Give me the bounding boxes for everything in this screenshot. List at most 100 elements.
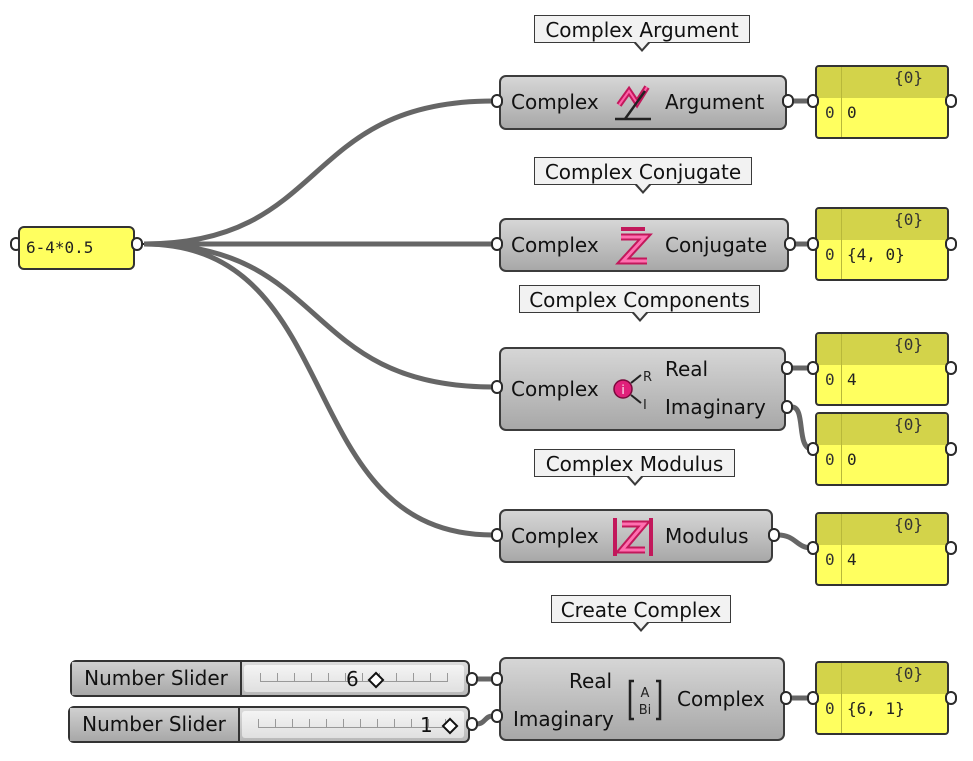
- argument-input-grip[interactable]: [491, 94, 503, 108]
- slider-real-output-grip[interactable]: [466, 672, 478, 686]
- expression-output-grip[interactable]: [131, 237, 143, 251]
- create-complex-icon: A Bi: [628, 679, 662, 721]
- panel-imaginary-input-grip[interactable]: [807, 442, 819, 456]
- create-complex-component[interactable]: Real Imaginary A Bi Complex: [499, 657, 785, 741]
- panel-path: {0}: [894, 335, 923, 354]
- input-complex-label: Complex: [511, 377, 599, 401]
- wire-to-components: [143, 241, 494, 390]
- panel-argument-output-grip[interactable]: [945, 94, 957, 108]
- panel-modulus[interactable]: {0} 0 4: [815, 512, 949, 586]
- conjugate-icon: [615, 227, 653, 265]
- panel-index: 0: [825, 245, 835, 264]
- panel-imaginary-output-grip[interactable]: [945, 442, 957, 456]
- panel-value: 4: [847, 370, 857, 389]
- bubble-text: Complex Argument: [545, 18, 739, 42]
- panel-modulus-output-grip[interactable]: [945, 541, 957, 555]
- number-slider-imaginary[interactable]: Number Slider 1: [68, 706, 470, 743]
- panel-conjugate-input-grip[interactable]: [807, 237, 819, 251]
- components-real-output-grip[interactable]: [781, 361, 793, 375]
- panel-conjugate-output-grip[interactable]: [945, 237, 957, 251]
- bubble-complex-components: Complex Components: [519, 285, 760, 322]
- components-imag-output-grip[interactable]: [781, 400, 793, 414]
- modulus-icon: [613, 518, 653, 556]
- output-imaginary-label: Imaginary: [665, 395, 766, 419]
- svg-text:R: R: [643, 370, 652, 385]
- panel-index: 0: [825, 370, 835, 389]
- complex-components-component[interactable]: Complex i R I Real Imaginary: [499, 347, 786, 431]
- panel-value: {4, 0}: [847, 245, 905, 264]
- bubble-complex-modulus: Complex Modulus: [534, 449, 735, 486]
- svg-text:Bi: Bi: [639, 703, 652, 718]
- complex-argument-component[interactable]: Complex Argument: [499, 75, 787, 130]
- panel-path: {0}: [894, 664, 923, 683]
- components-icon: i R I: [613, 370, 652, 413]
- modulus-output-grip[interactable]: [768, 528, 780, 542]
- bubble-text: Complex Modulus: [545, 452, 724, 476]
- output-argument-label: Argument: [665, 90, 765, 114]
- slider-name: Number Slider: [72, 662, 242, 695]
- panel-value: {6, 1}: [847, 699, 905, 718]
- output-conjugate-label: Conjugate: [665, 233, 768, 257]
- panel-index: 0: [825, 450, 835, 469]
- number-slider-real[interactable]: Number Slider 6: [70, 660, 470, 697]
- panel-path: {0}: [894, 415, 923, 434]
- output-modulus-label: Modulus: [665, 524, 749, 548]
- complex-conjugate-component[interactable]: Complex Conjugate: [499, 218, 789, 272]
- input-complex-label: Complex: [511, 90, 599, 114]
- slider-value: 6: [346, 667, 359, 691]
- panel-real-output-grip[interactable]: [945, 361, 957, 375]
- panel-create-output-grip[interactable]: [945, 691, 957, 705]
- slider-imag-output-grip[interactable]: [466, 717, 478, 731]
- slider-track[interactable]: 1: [242, 711, 464, 738]
- argument-icon: [615, 85, 651, 121]
- wire-to-modulus: [143, 241, 494, 538]
- complex-modulus-component[interactable]: Complex Modulus: [499, 509, 773, 563]
- panel-path: {0}: [894, 68, 923, 87]
- wire-to-argument: [143, 98, 494, 247]
- panel-imaginary[interactable]: {0} 0 0: [815, 412, 949, 486]
- panel-conjugate[interactable]: {0} 0 {4, 0}: [815, 207, 949, 281]
- conjugate-input-grip[interactable]: [491, 237, 503, 251]
- create-imag-input-grip[interactable]: [491, 709, 503, 723]
- modulus-input-grip[interactable]: [491, 528, 503, 542]
- panel-argument[interactable]: {0} 0 0: [815, 65, 949, 139]
- components-input-grip[interactable]: [491, 380, 503, 394]
- conjugate-output-grip[interactable]: [784, 237, 796, 251]
- bubble-create-complex: Create Complex: [551, 595, 731, 632]
- slider-track[interactable]: 6: [244, 665, 464, 692]
- svg-text:A: A: [641, 686, 650, 701]
- svg-text:I: I: [643, 398, 647, 413]
- output-complex-label: Complex: [677, 687, 765, 711]
- bubble-complex-conjugate: Complex Conjugate: [534, 157, 752, 194]
- create-real-input-grip[interactable]: [491, 672, 503, 686]
- input-real-label: Real: [569, 669, 613, 693]
- input-imaginary-label: Imaginary: [513, 707, 614, 731]
- panel-path: {0}: [894, 210, 923, 229]
- panel-path: {0}: [894, 515, 923, 534]
- argument-output-grip[interactable]: [782, 94, 794, 108]
- bubble-complex-argument: Complex Argument: [534, 15, 750, 52]
- panel-value: 4: [847, 550, 857, 569]
- panel-real[interactable]: {0} 0 4: [815, 332, 949, 406]
- output-real-label: Real: [665, 357, 709, 381]
- bubble-text: Complex Components: [529, 288, 750, 312]
- bubble-text: Complex Conjugate: [544, 160, 742, 184]
- panel-real-input-grip[interactable]: [807, 361, 819, 375]
- panel-modulus-input-grip[interactable]: [807, 541, 819, 555]
- panel-create-input-grip[interactable]: [807, 691, 819, 705]
- svg-text:i: i: [621, 383, 624, 397]
- panel-index: 0: [825, 550, 835, 569]
- bubble-text: Create Complex: [560, 598, 722, 622]
- panel-value: 0: [847, 103, 857, 122]
- create-output-grip[interactable]: [780, 691, 792, 705]
- panel-value: 0: [847, 450, 857, 469]
- panel-index: 0: [825, 699, 835, 718]
- panel-argument-input-grip[interactable]: [807, 94, 819, 108]
- expression-panel[interactable]: 6-4*0.5: [18, 226, 135, 270]
- slider-value: 1: [420, 713, 433, 737]
- panel-create-complex[interactable]: {0} 0 {6, 1}: [815, 661, 949, 735]
- slider-name: Number Slider: [70, 708, 240, 741]
- panel-index: 0: [825, 103, 835, 122]
- input-complex-label: Complex: [511, 524, 599, 548]
- input-complex-label: Complex: [511, 233, 599, 257]
